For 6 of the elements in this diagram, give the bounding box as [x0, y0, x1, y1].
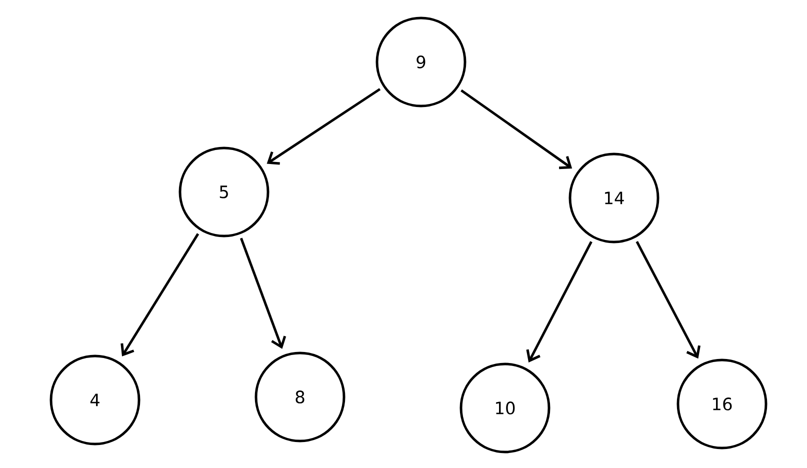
arrow	[120, 233, 200, 356]
arrow	[460, 89, 572, 170]
arrow	[636, 241, 700, 359]
arrow	[240, 238, 286, 349]
arrow	[266, 88, 381, 165]
arrow	[526, 241, 592, 362]
